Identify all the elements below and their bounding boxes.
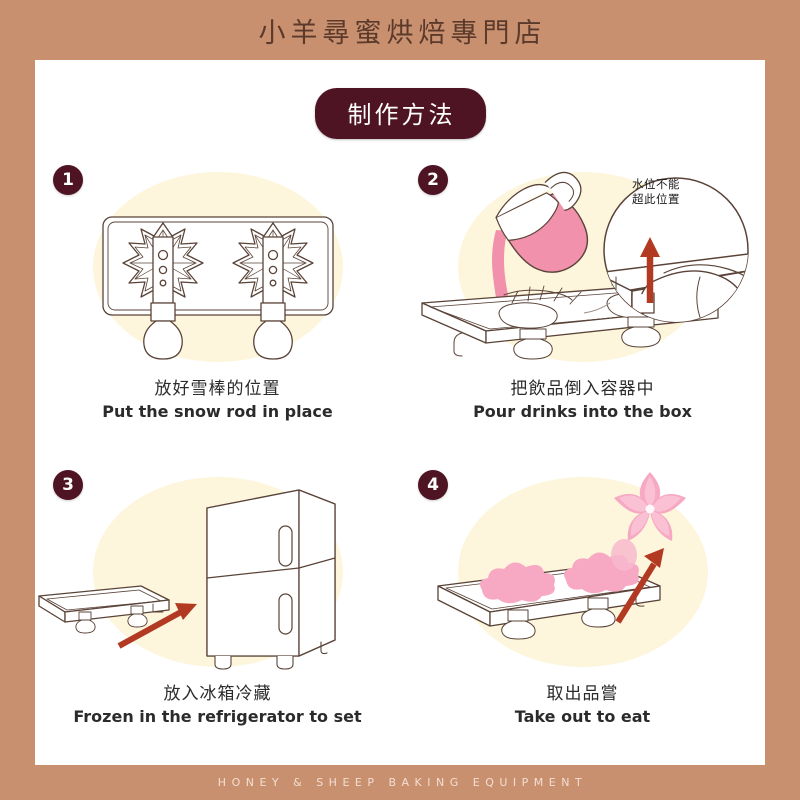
- page-header: 小羊尋蜜烘焙專門店: [0, 0, 800, 60]
- section-title-badge: 制作方法: [314, 88, 486, 139]
- shop-title: 小羊尋蜜烘焙專門店: [258, 17, 547, 49]
- content-card: 制作方法 1: [35, 60, 765, 765]
- page-footer: HONEY & SHEEP BAKING EQUIPMENT: [0, 765, 800, 800]
- step-captions-4: 取出品嘗 Take out to eat: [400, 682, 765, 728]
- step-illustration-stage-3: 3: [35, 460, 400, 688]
- popsicle-mold-tray-icon: [102, 216, 334, 360]
- step-captions-3: 放入冰箱冷藏 Frozen in the refrigerator to set: [35, 682, 400, 728]
- water-level-magnifier-icon: [583, 177, 749, 323]
- water-level-arrow-icon: [640, 237, 660, 303]
- step-illustration-stage-2: 2: [400, 155, 765, 383]
- lift-direction-arrow-icon: [615, 548, 664, 624]
- step-caption-en-3: Frozen in the refrigerator to set: [73, 707, 362, 726]
- steps-grid: 1: [35, 155, 765, 765]
- step-number-badge-2: 2: [418, 165, 448, 195]
- section-title-container: 制作方法: [35, 88, 765, 139]
- step-card-4: 4: [400, 460, 765, 765]
- tray-into-refrigerator-icon: [38, 489, 336, 670]
- step-illustration-stage-4: 4: [400, 460, 765, 688]
- brand-footer-text: HONEY & SHEEP BAKING EQUIPMENT: [217, 776, 588, 789]
- step-number-badge-1: 1: [53, 165, 83, 195]
- step-captions-1: 放好雪棒的位置 Put the snow rod in place: [35, 377, 400, 423]
- step-number-badge-4: 4: [418, 470, 448, 500]
- step-card-1: 1: [35, 155, 400, 460]
- step-captions-2: 把飲品倒入容器中 Pour drinks into the box: [400, 377, 765, 423]
- step-caption-zh-2: 把飲品倒入容器中: [510, 379, 655, 399]
- flower-popsicle-icon: [611, 472, 686, 571]
- take-out-popsicle-icon: [437, 472, 686, 640]
- insert-direction-arrow-icon: [117, 603, 197, 649]
- step-illustration-stage-1: 1: [35, 155, 400, 383]
- callout-line-1: 水位不能: [632, 177, 680, 191]
- step-card-3: 3: [35, 460, 400, 765]
- step-caption-en-2: Pour drinks into the box: [473, 402, 692, 421]
- water-level-callout: 水位不能 超此位置: [632, 177, 680, 207]
- step-caption-en-4: Take out to eat: [514, 707, 651, 726]
- step-number-badge-3: 3: [53, 470, 83, 500]
- step-caption-zh-4: 取出品嘗: [546, 684, 619, 704]
- step-caption-en-1: Put the snow rod in place: [102, 402, 333, 421]
- step-card-2: 2: [400, 155, 765, 460]
- callout-line-2: 超此位置: [632, 192, 680, 206]
- step-caption-zh-3: 放入冰箱冷藏: [163, 684, 272, 704]
- step-caption-zh-1: 放好雪棒的位置: [154, 379, 281, 399]
